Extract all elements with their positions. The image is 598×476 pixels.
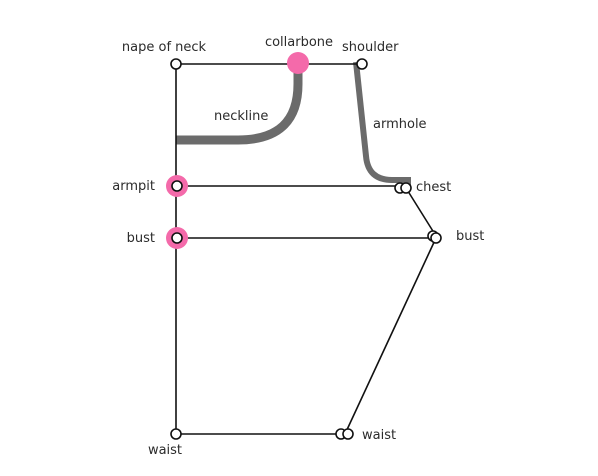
chest-point-b[interactable] [400, 182, 412, 194]
shoulder-point[interactable] [356, 58, 368, 70]
bust-right-point-b[interactable] [430, 232, 442, 244]
waist-right-point-b[interactable] [342, 428, 354, 440]
neckline-label: neckline [214, 109, 269, 124]
waist-left-label: waist [147, 443, 183, 458]
waist-right-label: waist [362, 428, 397, 443]
armhole-label: armhole [373, 117, 427, 132]
nape-point[interactable] [170, 58, 182, 70]
armpit-label: armpit [112, 179, 155, 194]
neckline-curve [176, 64, 303, 145]
armhole-curve [353, 61, 411, 188]
bust-left-point[interactable] [171, 232, 183, 244]
chest-label: chest [416, 180, 452, 195]
collarbone-point[interactable] [287, 52, 309, 74]
waist-left-point[interactable] [170, 428, 182, 440]
bust-left-label: bust [126, 231, 155, 246]
bust-right-label: bust [456, 229, 485, 244]
shoulder-label: shoulder [342, 40, 399, 55]
side-lower-line [344, 237, 437, 435]
collarbone-label: collarbone [264, 35, 334, 50]
nape-label: nape of neck [121, 40, 207, 55]
side-upper-line [405, 187, 437, 237]
armpit-point[interactable] [171, 180, 183, 192]
